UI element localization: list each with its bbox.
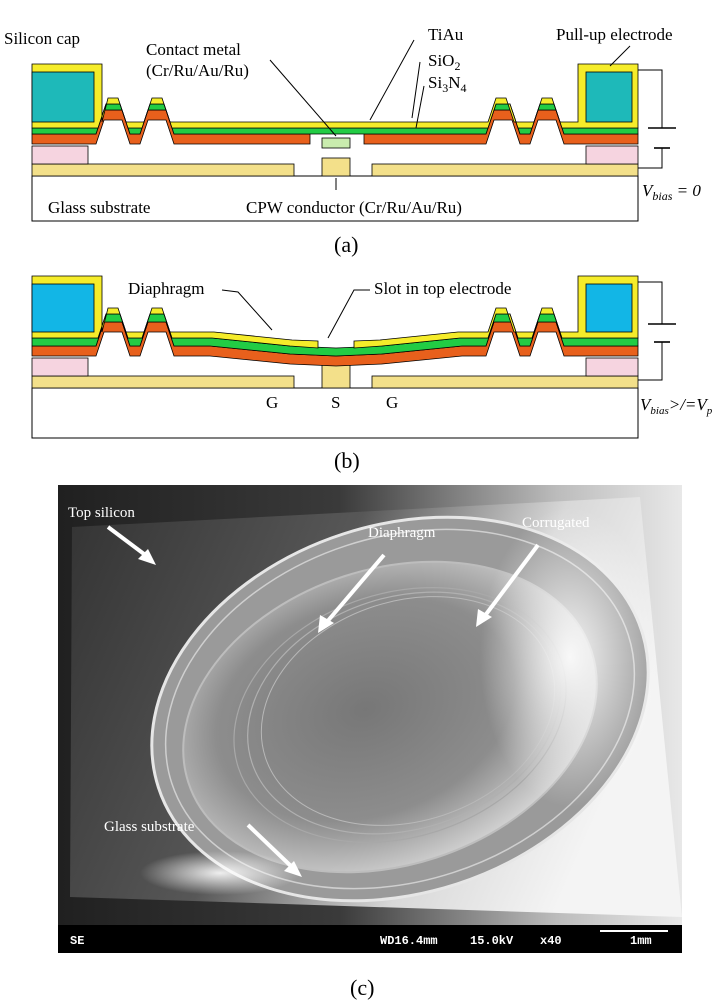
label-diaphragm-b: Diaphragm — [128, 279, 204, 298]
glass-substrate-b — [31, 387, 639, 439]
label-slot-top-electrode: Slot in top electrode — [374, 279, 511, 298]
tiau-layer-b — [31, 275, 639, 349]
bias-wire-a — [638, 69, 663, 169]
caption-c: (c) — [350, 975, 374, 1000]
silicon-cap-left-a — [31, 71, 95, 123]
panel-a-diagram: Silicon cap Contact metal (Cr/Ru/Au/Ru) … — [4, 25, 701, 257]
label-vbias-vp: Vbias>/=Vp — [640, 395, 713, 417]
label-cpw-conductor: CPW conductor (Cr/Ru/Au/Ru) — [246, 198, 462, 217]
label-tiau: TiAu — [428, 25, 464, 44]
label-glass-substrate-c: Glass substrate — [104, 819, 195, 835]
caption-b: (b) — [334, 448, 360, 473]
sem-arrows — [106, 525, 540, 877]
si3n4-layer-b — [31, 321, 639, 367]
bias-wire-b — [638, 281, 663, 381]
sem-scale: 1mm — [630, 934, 652, 948]
cpw-left-b — [31, 375, 295, 389]
contact-metal-a — [321, 137, 351, 149]
panel-b-diagram: Diaphragm Slot in top electrode G S G Vb… — [31, 275, 713, 473]
sem-magnification: x40 — [540, 934, 562, 948]
cpw-right-b — [371, 375, 639, 389]
label-silicon-cap: Silicon cap — [4, 29, 80, 48]
spacer-left-b — [31, 357, 89, 377]
sem-mode: SE — [70, 934, 84, 948]
silicon-cap-left-b — [31, 283, 95, 333]
label-contact-metal: Contact metal — [146, 40, 241, 59]
leader-lines-a — [269, 39, 631, 190]
label-pull-up-electrode: Pull-up electrode — [556, 25, 673, 44]
label-top-silicon: Top silicon — [68, 505, 135, 521]
label-glass-substrate-a: Glass substrate — [48, 198, 150, 217]
label-corrugated: Corrugated — [522, 515, 590, 531]
label-sio2: SiO2 — [428, 51, 460, 73]
panel-c-sem-image: Top silicon Diaphragm Corrugated Glass s… — [58, 485, 682, 1000]
glass-substrate-a — [31, 175, 639, 222]
label-ground-right: G — [386, 393, 398, 412]
sem-working-distance: WD16.4mm — [380, 934, 438, 948]
spacer-right-b — [585, 357, 639, 377]
spacer-left-a — [31, 145, 89, 165]
cpw-left-a — [31, 163, 295, 177]
label-diaphragm-c: Diaphragm — [368, 525, 436, 541]
label-vbias-zero: Vbias = 0 — [642, 181, 701, 203]
label-si3n4: Si3N4 — [428, 73, 466, 95]
label-signal: S — [331, 393, 340, 412]
silicon-cap-right-a — [585, 71, 633, 123]
label-ground-left: G — [266, 393, 278, 412]
leader-lines-b — [221, 289, 370, 339]
caption-a: (a) — [334, 232, 358, 257]
sem-voltage: 15.0kV — [470, 934, 514, 948]
label-contact-metal-composition: (Cr/Ru/Au/Ru) — [146, 61, 249, 80]
silicon-cap-right-b — [585, 283, 633, 333]
cpw-center-a — [321, 157, 351, 177]
cpw-right-a — [371, 163, 639, 177]
sem-info-bar — [58, 925, 682, 953]
spacer-right-a — [585, 145, 639, 165]
